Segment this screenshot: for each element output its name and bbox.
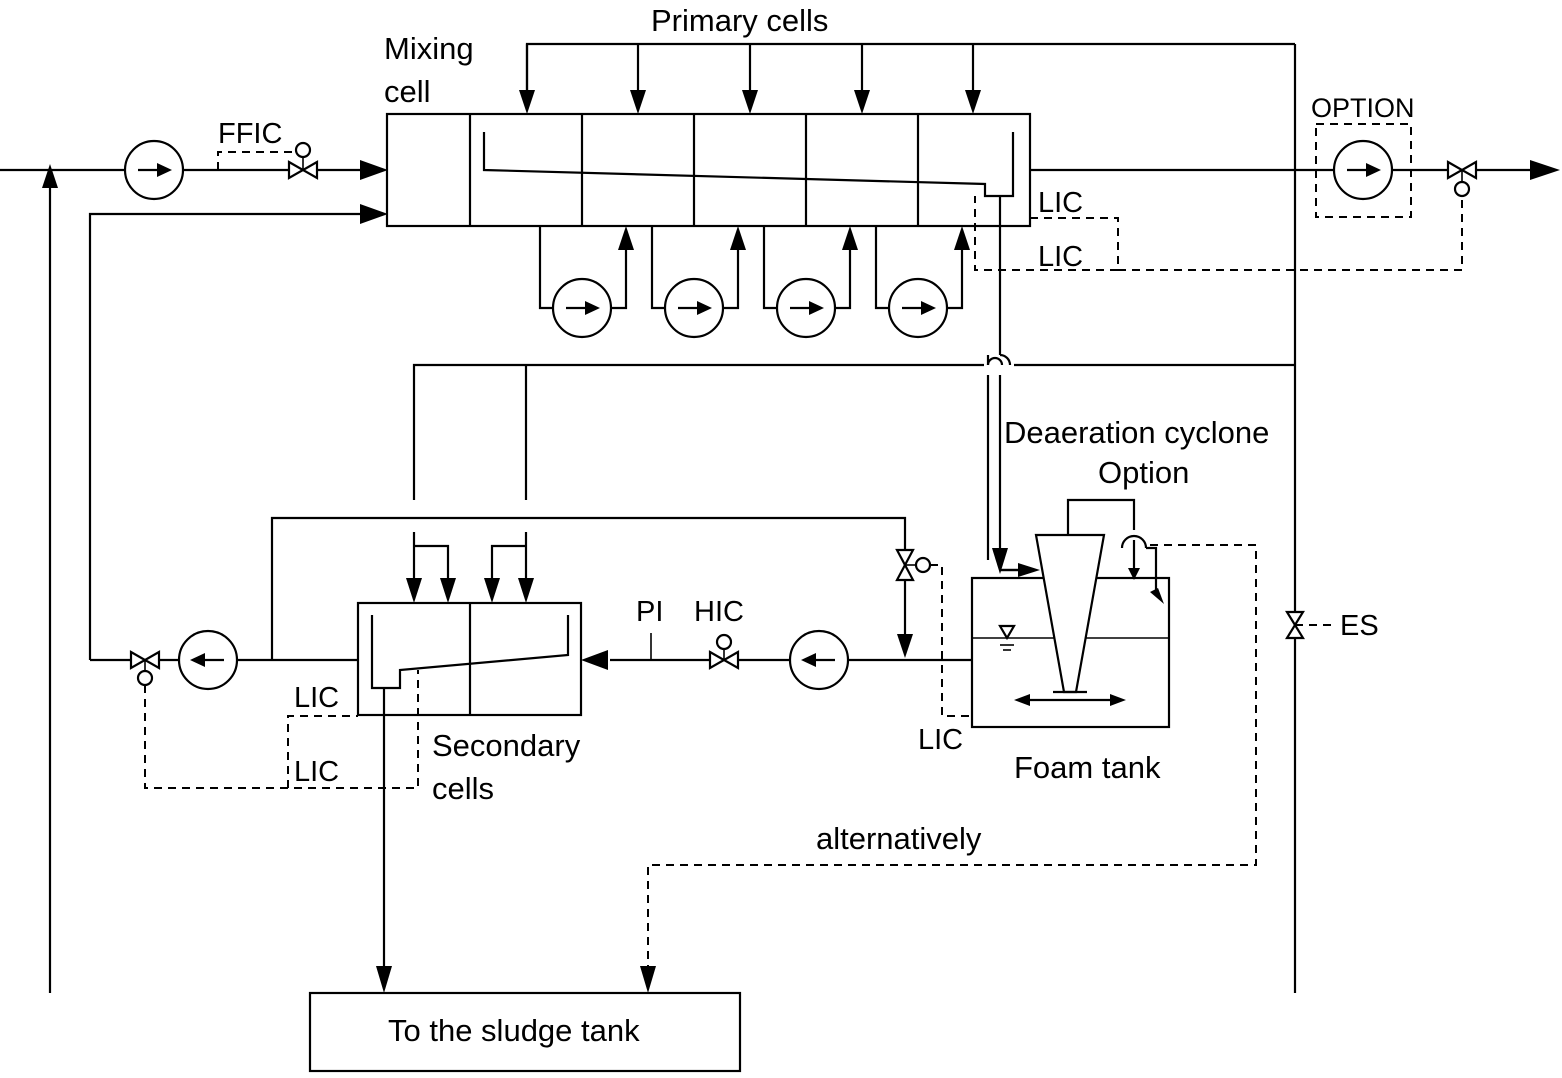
- ffic-control-valve-icon: [217, 141, 319, 180]
- product-outlet-line: [1030, 160, 1560, 180]
- recirculation-pump-1-icon: [538, 226, 634, 339]
- foam-pump-icon: [788, 629, 850, 691]
- feed-pump-icon: [123, 139, 185, 201]
- secondary-cell-bank: [356, 601, 583, 717]
- recirculation-pump-2-icon: [650, 226, 746, 339]
- ffic-label: FFIC: [218, 118, 282, 150]
- sludge-tank-label: To the sludge tank: [388, 1013, 640, 1048]
- deaeration-cyclone-label-1: Deaeration cyclone: [1004, 415, 1269, 450]
- es-label: ES: [1340, 610, 1379, 642]
- lic-primary-label-2: LIC: [1038, 241, 1083, 273]
- alternative-signal-line: [640, 544, 1257, 993]
- lic-foam-label: LIC: [918, 724, 963, 756]
- hic-label: HIC: [694, 596, 744, 628]
- primary-recirculation-pumps: [538, 226, 970, 339]
- secondary-control-valve-icon: [129, 650, 161, 687]
- mixing-cell-label-2: cell: [384, 74, 431, 109]
- option-pump-icon: [1332, 139, 1394, 201]
- hic-valve-icon: [708, 633, 740, 670]
- pi-label: PI: [636, 596, 663, 628]
- sludge-tank-box: [308, 991, 742, 1073]
- option-label: OPTION: [1311, 93, 1415, 123]
- lic-primary-label-1: LIC: [1038, 187, 1083, 219]
- secondary-level-control-signals: [144, 670, 419, 789]
- deaeration-cyclone-icon: [1000, 498, 1164, 706]
- secondary-recycle-pump-icon: [177, 629, 239, 691]
- primary-froth-line: [986, 196, 1030, 574]
- primary-cell-bank: [385, 112, 1032, 228]
- lic-secondary-label-1: LIC: [294, 682, 339, 714]
- lic-secondary-label-2: LIC: [294, 756, 339, 788]
- es-valve-icon: [1285, 610, 1336, 640]
- secondary-cells-label-2: cells: [432, 771, 494, 806]
- foam-tank-label: Foam tank: [1014, 750, 1161, 785]
- bypass-control-valve-icon: [895, 548, 972, 717]
- primary-level-control-signals: [974, 196, 1463, 271]
- recirculation-pump-3-icon: [762, 226, 858, 339]
- secondary-feed-header: [412, 363, 1295, 500]
- secondary-to-sludge-line: [376, 688, 392, 993]
- option-box: [1315, 123, 1412, 218]
- alternatively-label: alternatively: [816, 821, 982, 856]
- foam-pump-line: [581, 633, 972, 670]
- mixing-cell-label-1: Mixing: [384, 31, 474, 66]
- secondary-cells-label-1: Secondary: [432, 728, 581, 763]
- bypass-line: [270, 516, 913, 660]
- secondary-feed-arrows: [406, 532, 534, 603]
- primary-feed-manifold: [519, 42, 1295, 114]
- recycle-return-line: [88, 204, 388, 660]
- deaeration-cyclone-label-2: Option: [1098, 455, 1189, 490]
- recirculation-pump-4-icon: [874, 226, 970, 339]
- primary-cells-label: Primary cells: [651, 3, 828, 38]
- main-feed-line: [0, 160, 388, 993]
- outlet-control-valve-icon: [1446, 160, 1478, 198]
